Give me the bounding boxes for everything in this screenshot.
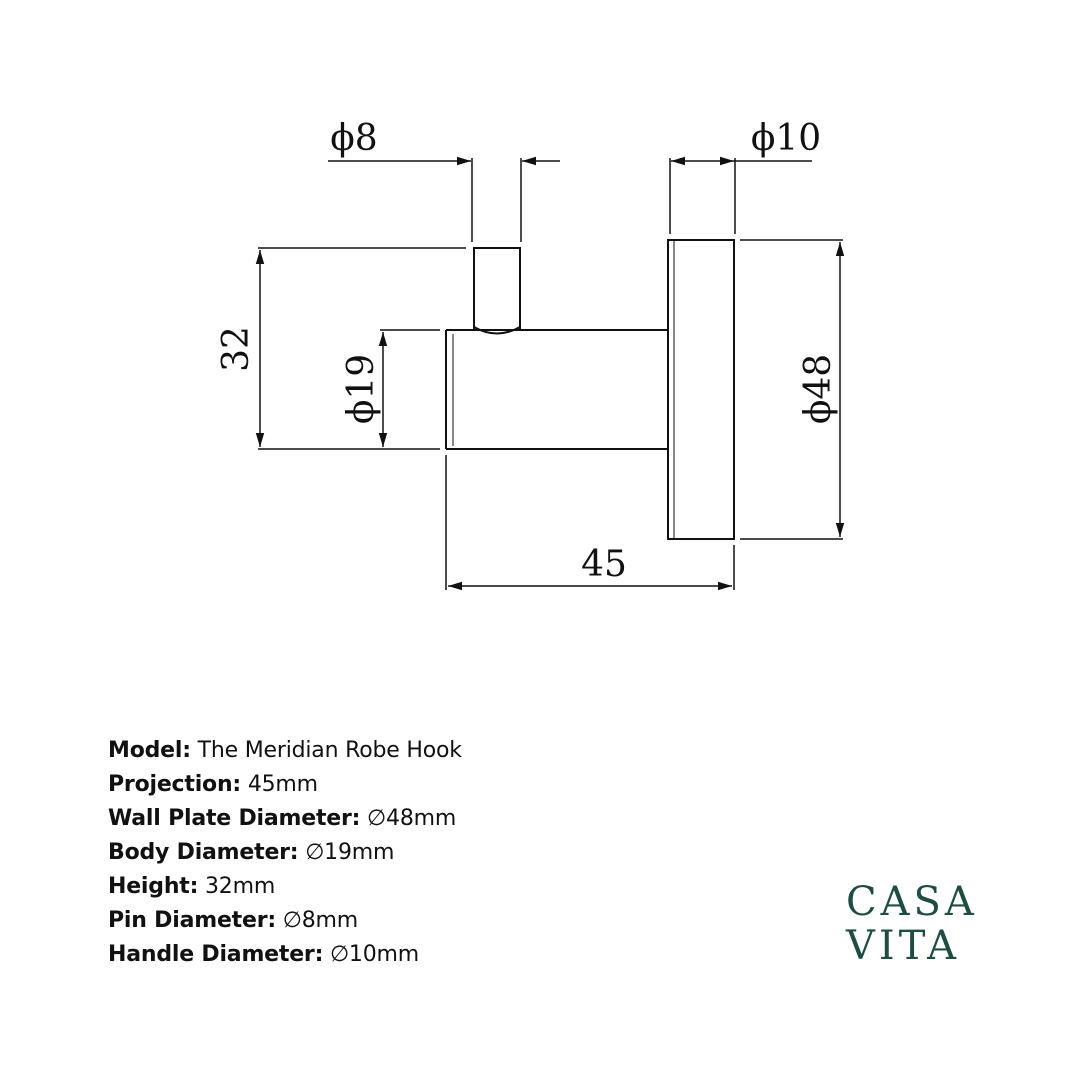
- dimension-lines: [255, 156, 845, 591]
- spec-value: ∅19mm: [298, 840, 395, 865]
- spec-projection: Projection: 45mm: [108, 768, 462, 802]
- handle-diameter-label: ϕ10: [751, 118, 821, 159]
- spec-label: Pin Diameter:: [108, 908, 276, 933]
- logo-line-2: VITA: [846, 923, 961, 969]
- spec-height: Height: 32mm: [108, 870, 462, 904]
- spec-value: 32mm: [198, 874, 276, 899]
- logo-line-1: CASA: [846, 879, 978, 925]
- spec-list: Model: The Meridian Robe Hook Projection…: [108, 734, 462, 972]
- spec-label: Model:: [108, 738, 191, 763]
- spec-pin-diameter: Pin Diameter: ∅8mm: [108, 904, 462, 938]
- hook-outline: [445, 239, 735, 540]
- spec-value: 45mm: [241, 772, 318, 797]
- pin-diameter-label: ϕ8: [330, 118, 377, 159]
- spec-value: ∅10mm: [323, 942, 419, 967]
- spec-wall-plate-diameter: Wall Plate Diameter: ∅48mm: [108, 802, 462, 836]
- spec-label: Projection:: [108, 772, 242, 797]
- brand-logo: CASA VITA: [846, 880, 976, 968]
- dimension-labels: ϕ8 ϕ10 32 ϕ19 ϕ48 45: [216, 118, 839, 585]
- pin-shape: [473, 247, 521, 330]
- spec-label: Height:: [108, 874, 199, 899]
- wall-plate-shape: [667, 239, 735, 540]
- spec-label: Wall Plate Diameter:: [108, 806, 361, 831]
- spec-model: Model: The Meridian Robe Hook: [108, 734, 462, 768]
- projection-label: 45: [581, 544, 627, 585]
- spec-body-diameter: Body Diameter: ∅19mm: [108, 836, 462, 870]
- spec-label: Handle Diameter:: [108, 942, 324, 967]
- spec-handle-diameter: Handle Diameter: ∅10mm: [108, 938, 462, 972]
- spec-value: ∅48mm: [360, 806, 457, 831]
- wall-plate-diameter-label: ϕ48: [798, 354, 839, 424]
- body-shape: [445, 329, 668, 450]
- spec-value: ∅8mm: [275, 908, 358, 933]
- height-label: 32: [216, 326, 257, 372]
- body-diameter-label: ϕ19: [341, 354, 382, 424]
- technical-drawing: ϕ8 ϕ10 32 ϕ19 ϕ48 45: [216, 118, 845, 591]
- spec-value: The Meridian Robe Hook: [190, 738, 462, 763]
- spec-label: Body Diameter:: [108, 840, 299, 865]
- pin-base-curve: [473, 326, 521, 335]
